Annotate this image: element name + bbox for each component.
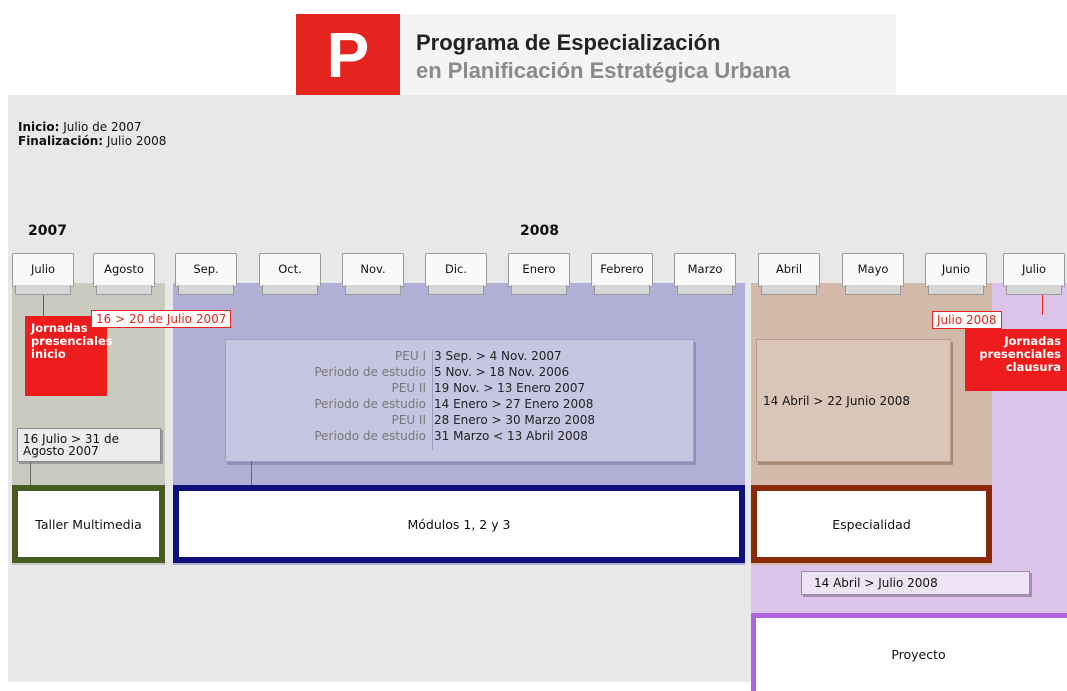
month-label: Dic. [444,262,468,276]
modulos-module[interactable]: Módulos 1, 2 y 3 [173,485,745,563]
taller-multimedia-module[interactable]: Taller Multimedia [12,485,165,563]
taller-connector [30,462,31,485]
start-event-connector [43,295,44,317]
end-value: Julio 2008 [103,134,167,148]
month-tab-junio[interactable]: Junio [925,253,987,295]
end-event-date: Julio 2008 [932,311,1002,329]
modulos-schedule-box: PEU I 3 Sep. > 4 Nov. 2007 Periodo de es… [225,339,694,462]
schedule-value: 3 Sep. > 4 Nov. 2007 [434,349,562,363]
schedule-value: 31 Marzo < 13 Abril 2008 [434,429,588,443]
year-2007: 2007 [28,223,67,239]
end-label: Finalización: [18,134,104,148]
month-tab-agosto[interactable]: Agosto [93,253,155,295]
start-info: Inicio: Julio de 2007 [18,120,142,134]
proyecto-dates-box: 14 Abril > Julio 2008 [801,571,1030,595]
schedule-label: Periodo de estudio [314,429,426,443]
schedule-label: Periodo de estudio [314,397,426,411]
especialidad-dates: 14 Abril > 22 Junio 2008 [763,393,911,408]
modulos-connector [251,461,252,485]
start-event-box: Jornadas presenciales inicio [25,316,113,396]
end-event-connector [1042,295,1043,315]
month-tab-mayo[interactable]: Mayo [842,253,904,295]
month-label: Enero [522,262,556,276]
schedule-value: 14 Enero > 27 Enero 2008 [434,397,594,411]
schedule-divider [432,350,433,450]
especialidad-module[interactable]: Especialidad [751,485,992,563]
year-2008: 2008 [520,223,559,239]
month-label: Nov. [360,262,386,276]
proyecto-band-upper [992,283,1067,565]
month-tab-julio-2007[interactable]: Julio [12,253,74,295]
proyecto-module[interactable]: Proyecto [751,613,1067,691]
schedule-label: PEU II [391,413,427,427]
month-tab-nov[interactable]: Nov. [342,253,404,295]
month-tab-febrero[interactable]: Febrero [591,253,653,295]
month-label: Mayo [857,262,889,276]
schedule-value: 19 Nov. > 13 Enero 2007 [434,381,586,395]
month-tab-sep[interactable]: Sep. [175,253,237,295]
month-label: Agosto [104,262,144,276]
month-label: Julio [30,262,56,276]
month-label: Marzo [687,262,723,276]
start-event-date: 16 > 20 de Julio 2007 [91,310,232,328]
month-label: Julio [1021,262,1047,276]
logo-mark [296,14,400,96]
schedule-label: PEU I [395,349,426,363]
logo-letter: P [326,19,370,91]
month-label: Oct. [278,262,302,276]
taller-dates-box: 16 Julio > 31 de Agosto 2007 [17,428,161,462]
end-event-box: Jornadas presenciales clausura [965,329,1067,391]
month-label: Abril [775,262,803,276]
program-title-line1: Programa de Especialización [416,30,721,55]
month-tab-abril[interactable]: Abril [758,253,820,295]
schedule-value: 28 Enero > 30 Marzo 2008 [434,413,596,427]
program-title-line2: en Planificación Estratégica Urbana [416,58,791,83]
start-label: Inicio: [18,120,60,134]
start-value: Julio de 2007 [59,120,142,134]
schedule-label: Periodo de estudio [314,365,426,379]
schedule-value: 5 Nov. > 18 Nov. 2006 [434,365,570,379]
month-tab-oct[interactable]: Oct. [259,253,321,295]
month-tab-enero[interactable]: Enero [508,253,570,295]
month-tab-marzo[interactable]: Marzo [674,253,736,295]
end-info: Finalización: Julio 2008 [18,134,166,148]
month-label: Junio [941,262,971,276]
month-tab-julio-2008[interactable]: Julio [1003,253,1065,295]
month-label: Sep. [193,262,219,276]
schedule-label: PEU II [391,381,427,395]
month-label: Febrero [600,262,644,276]
month-tab-dic[interactable]: Dic. [425,253,487,295]
especialidad-dates-box: 14 Abril > 22 Junio 2008 [756,339,951,462]
